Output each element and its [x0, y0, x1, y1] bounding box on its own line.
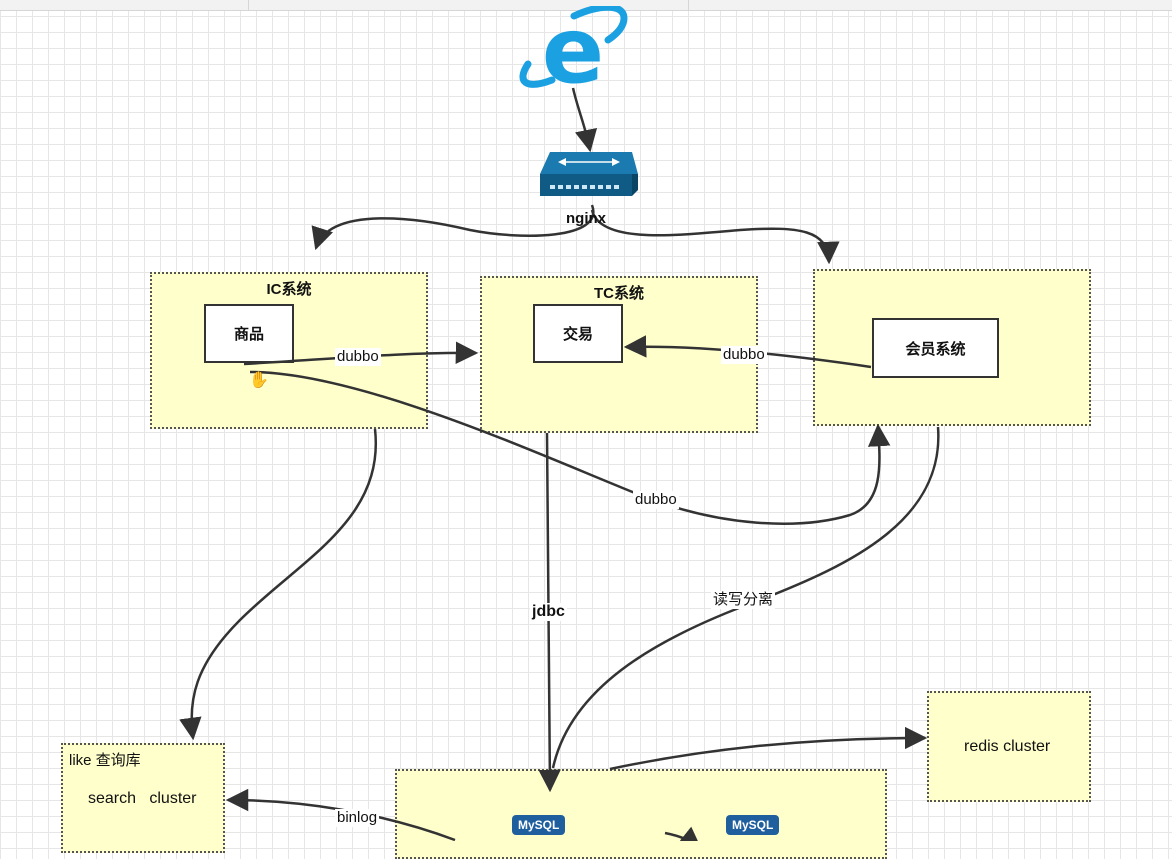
edge-mysql-replication	[664, 826, 702, 841]
edge-product-to-member	[249, 370, 891, 525]
edge-label-rw-split: 读写分离	[711, 591, 776, 609]
trade-box[interactable]: 交易	[533, 304, 623, 363]
search-cluster-label: search cluster	[88, 790, 197, 807]
hand-cursor-icon: ✋	[249, 372, 269, 389]
router-icon[interactable]	[536, 150, 640, 202]
mysql-left-icon[interactable]: MySQL	[512, 815, 566, 835]
edge-nginx-to-ic	[311, 204, 595, 251]
internet-explorer-icon[interactable]: e	[514, 6, 632, 88]
mysql-right-icon[interactable]: MySQL	[726, 815, 780, 835]
nginx-label: nginx	[566, 210, 606, 227]
redis-cluster-group[interactable]	[927, 691, 1091, 802]
edge-label-member-to-tc: dubbo	[721, 346, 767, 364]
edge-mysql-to-redis	[609, 726, 928, 771]
tc-system-title: TC系统	[594, 285, 644, 302]
edge-browser-to-nginx	[571, 87, 598, 153]
member-box[interactable]: 会员系统	[872, 318, 999, 378]
connector-layer	[179, 87, 940, 841]
member-label: 会员系统	[905, 340, 966, 358]
product-label: 商品	[233, 326, 264, 343]
edge-nginx-to-member	[590, 209, 840, 265]
search-group-title: like 查询库	[69, 752, 141, 769]
edge-label-ic-to-member: dubbo	[633, 491, 679, 509]
toolbar-segment	[0, 0, 249, 10]
redis-cluster-label: redis cluster	[964, 738, 1051, 755]
edge-label-binlog: binlog	[335, 809, 380, 827]
svg-text:e: e	[542, 6, 604, 88]
edge-label-jdbc: jdbc	[530, 603, 567, 621]
edge-ic-to-search	[179, 428, 378, 741]
toolbar-segment	[248, 0, 689, 10]
product-box[interactable]: 商品	[204, 304, 294, 363]
ic-system-title: IC系统	[266, 281, 312, 298]
trade-label: 交易	[562, 326, 593, 343]
edge-label-ic-to-tc: dubbo	[335, 348, 381, 366]
ic-system-group[interactable]: IC系统	[150, 272, 428, 429]
